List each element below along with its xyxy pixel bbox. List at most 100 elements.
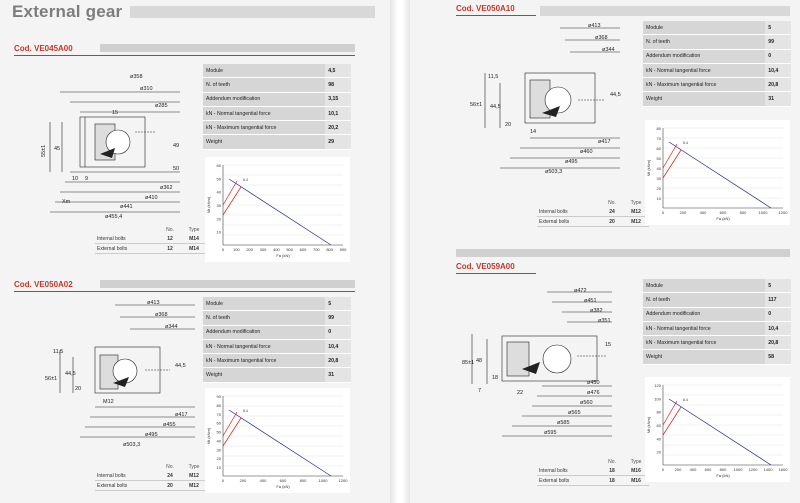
load-curve-blue	[228, 409, 332, 477]
dim-label: ø476	[587, 390, 600, 396]
load-curve-red	[222, 411, 238, 437]
dim-label: ø595	[544, 430, 557, 436]
x-tick-label: 400	[273, 247, 280, 252]
right-top-bar	[540, 6, 790, 16]
dim-label: 56±1	[470, 102, 482, 108]
section-underline	[456, 273, 536, 274]
section-bar	[100, 280, 355, 288]
dim-label: 50	[173, 166, 179, 172]
y-tick-label: 30	[217, 447, 222, 452]
x-tick-label: 1200	[779, 210, 789, 215]
dim-label: 44,5	[610, 92, 621, 98]
dim-label: ø450	[587, 380, 600, 386]
dim-label: ø362	[160, 185, 173, 191]
y-tick-label: 40	[217, 438, 222, 443]
load-curve-red	[222, 180, 238, 206]
page-title: External gear	[12, 2, 123, 21]
y-axis-label: Mt (kNm)	[646, 416, 651, 433]
x-tick-label: 400	[690, 467, 697, 472]
dim-label: ø368	[595, 35, 608, 41]
curve-label: 6.4	[243, 178, 248, 182]
dim-label: ø351	[598, 318, 611, 324]
x-tick-label: 1400	[764, 467, 774, 472]
x-axis-label: Fa (kN)	[276, 253, 290, 258]
x-tick-label: 100	[233, 247, 240, 252]
y-axis-label: Mt (kNm)	[206, 196, 211, 213]
dim-label: ø344	[165, 324, 178, 330]
load-curve-blue	[668, 398, 772, 466]
dim-label: 85±1	[462, 360, 474, 366]
x-tick-label: 700	[313, 247, 320, 252]
dim-label: ø455	[163, 422, 176, 428]
x-tick-label: 200	[675, 467, 682, 472]
dim-label: 20	[505, 122, 511, 128]
y-tick-label: 10	[217, 465, 222, 470]
gear-drawing-ve045a00: ø358 ø310 ø285 15 55±1 45 10 9 Xm 49 ø36…	[41, 74, 180, 220]
dim-label: 15	[112, 110, 118, 116]
y-tick-label: 60	[217, 421, 222, 426]
dim-label: 22	[517, 390, 523, 396]
x-tick-label: 1000	[734, 467, 744, 472]
x-tick-label: 0	[662, 467, 665, 472]
dim-label: 9	[85, 176, 88, 182]
y-tick-label: 40	[657, 436, 662, 441]
gear-drawing-ve050a10: ø413 ø368 ø344 11,5 56±1 44,5 14 20 ø417…	[470, 23, 621, 175]
dim-label: ø285	[155, 103, 168, 109]
x-tick-label: 0	[222, 247, 225, 252]
x-tick-label: 500	[286, 247, 293, 252]
dim-label: 49	[173, 143, 179, 149]
y-tick-label: 70	[217, 412, 222, 417]
x-tick-label: 200	[680, 210, 687, 215]
dim-label: 7	[478, 388, 481, 394]
dim-label: Xm	[62, 199, 71, 205]
gear-drawing-ve050a02: ø413 ø368 ø344 11,5 56±1 44,5 20 M12 ø41…	[45, 300, 195, 448]
dim-label: ø585	[557, 420, 570, 426]
x-tick-label: 400	[260, 478, 267, 483]
dim-label: 45	[54, 146, 60, 152]
x-axis-label: Fa (kN)	[276, 484, 290, 489]
dim-label: ø413	[147, 300, 160, 306]
dim-label: ø565	[568, 410, 581, 416]
dim-label: ø451	[584, 298, 597, 304]
dim-label: 44,5	[175, 363, 186, 369]
y-tick-label: 10	[217, 230, 222, 235]
y-tick-label: 80	[217, 403, 222, 408]
dim-label: 48	[476, 358, 482, 364]
dim-label: ø495	[565, 159, 578, 165]
dim-label: 18	[492, 375, 498, 381]
section-topbar	[456, 249, 790, 257]
y-tick-label: 80	[657, 126, 662, 131]
x-tick-label: 1200	[339, 478, 349, 483]
y-tick-label: 100	[654, 396, 661, 401]
dim-label: 11,5	[53, 349, 63, 355]
x-tick-label: 1200	[749, 467, 759, 472]
dim-label: ø455,4	[105, 214, 122, 220]
x-tick-label: 1600	[779, 467, 789, 472]
x-tick-label: 800	[300, 478, 307, 483]
page-gutter	[390, 0, 410, 503]
